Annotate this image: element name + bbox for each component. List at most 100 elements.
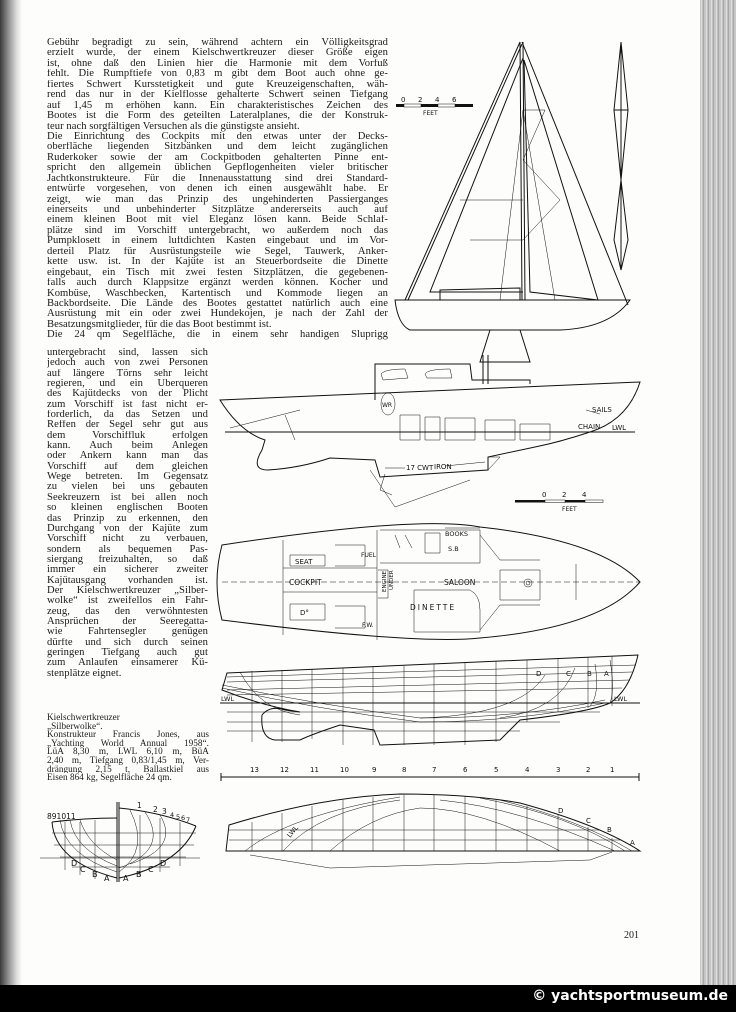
drawing-label: 13 — [250, 766, 259, 774]
body-line: zu vielen bei uns gebauten — [47, 482, 208, 493]
drawing-label: WR — [382, 402, 392, 409]
body-line: Wege betreten. Im Gegensatz — [47, 472, 208, 483]
drawing-label: 6 — [181, 814, 185, 822]
body-line: des Kajütdecks von der Plicht — [47, 389, 208, 400]
drawing-label: 8 — [402, 766, 406, 774]
body-line: forderlich, da das Setzen und — [47, 410, 208, 421]
body-line: das Prinzip zu erkennen, den — [47, 513, 208, 524]
inboard-profile: WR SAILS CHAIN LWL 17 CWT IRON 0 2 4 FEE… — [219, 355, 641, 513]
body-line: wie Fahrtensegler genügen — [47, 627, 208, 638]
drawing-label: UNDER — [389, 570, 395, 590]
drawing-label: 7 — [432, 766, 436, 774]
page-number: 201 — [624, 930, 639, 941]
body-line: oder Ankern kann man das — [47, 451, 208, 462]
body-line: Die 24 qm Segelfläche, die in einem sehr… — [47, 330, 388, 341]
body-line: oberfläche liegenden Sitzbänken und dem … — [47, 142, 388, 153]
drawing-label: 4 — [582, 491, 587, 499]
body-line: Vorschiff auf dem gleichen — [47, 461, 208, 472]
drawing-label: LWL — [612, 424, 626, 432]
drawing-label: 9 — [372, 766, 376, 774]
drawing-label: 3 — [556, 766, 560, 774]
profile-scale-bar: 0 2 4 FEET — [515, 491, 604, 513]
body-line: falls auch durch Klappsitze ergänzt werd… — [47, 278, 388, 289]
body-line: dem Vorschiffluk erfolgen — [47, 430, 208, 441]
drawing-label: 3 — [162, 807, 167, 816]
body-line: Die Einrichtung des Cockpits mit den etw… — [47, 131, 388, 142]
drawing-label: 5 — [176, 813, 180, 821]
body-line: Vorschiff nicht zu verbauen, — [47, 534, 208, 545]
drawing-label: 891011 — [47, 812, 76, 821]
drawing-label: F.W. — [362, 622, 374, 629]
watermark-bar — [0, 985, 736, 1012]
drawing-label: 6 — [452, 96, 457, 104]
body-line: fehlt. Die Rumpftiefe von 0,83 m gibt de… — [47, 69, 388, 80]
drawing-label: B — [607, 826, 612, 834]
drawing-label: 11 — [310, 766, 319, 774]
body-line: Bootes ist die Form des geteilten Latera… — [47, 111, 388, 122]
drawing-label: FEET — [562, 506, 577, 513]
body-line: rend das nur in der Kielflosse gehaltert… — [47, 90, 388, 101]
drawing-label: SEAT — [295, 558, 313, 566]
body-line: Der Kielschwertkreuzer „Silber- — [47, 585, 208, 596]
drawing-label: 6 — [463, 766, 468, 774]
caption-line: Konstrukteur Francis Jones, aus — [47, 730, 209, 739]
drawing-label: 2 — [418, 96, 422, 104]
watermark-text: © yachtsportmuseum.de — [532, 988, 728, 1004]
drawing-label: COCKPIT — [289, 578, 322, 587]
accommodation-plan: BOOKS S.B FUEL SEAT COCKPIT D° F.W. ENGI… — [216, 523, 641, 641]
body-line: Kombüse, Waschbecken, Kartentisch und Ko… — [47, 288, 388, 299]
drawing-label: A — [104, 874, 110, 883]
body-line: jedoch auch von zwei Personen — [47, 358, 208, 369]
drawing-label: FUEL — [361, 552, 377, 559]
caption-line: „Silberwolke“. — [47, 721, 103, 731]
caption-line: Kielschwertkreuzer — [47, 713, 120, 722]
body-line: zum Vorschiff ist fast nicht er- — [47, 399, 208, 410]
body-line: Seekreuzern ist bei allen noch — [47, 492, 208, 503]
body-line: erzielt wurde, der einem Kielschwertkreu… — [47, 48, 388, 59]
drawing-label: 1 — [610, 766, 614, 774]
body-line: fiertes Schwert Kursstetigkeit und gute … — [47, 79, 388, 90]
drawing-label: LWL — [221, 695, 234, 703]
body-line: einerseits und unbehinderter Sitzplätze … — [47, 205, 388, 215]
drawing-label: 2 — [153, 805, 158, 814]
body-line: wolke“ ist zweifellos ein Fahr- — [47, 596, 208, 607]
drawing-label: D° — [300, 609, 309, 617]
body-line: regieren, und ein Überqueren — [47, 379, 208, 390]
drawing-label: FEET — [423, 110, 438, 117]
drawing-label: SAILS — [592, 406, 612, 414]
body-line: zeigt, wie man das Prinzip des ungehinde… — [47, 194, 388, 205]
drawing-label: 5 — [494, 766, 498, 774]
body-line: so kleinen englischen Booten — [47, 503, 208, 514]
station-scale: 13 12 11 10 9 8 7 6 5 4 3 2 1 — [250, 766, 614, 774]
body-line: plätze sind im Vorschiff untergebracht, … — [47, 225, 388, 236]
body-line: spricht den allgemein üblichen Gepflogen… — [47, 163, 388, 174]
drawing-label: SALOON — [444, 578, 475, 587]
drawing-label: C — [80, 865, 86, 874]
caption-line: LüA 8,30 m, LWL 6,10 m, BüA — [47, 747, 209, 756]
body-line: dürfte und sich durch seinen — [47, 637, 208, 648]
drawing-label: C — [586, 817, 591, 825]
drawing-label: 4 — [435, 96, 440, 104]
body-line: teur nach sorgfältigen Versuchen als die… — [47, 121, 300, 132]
body-line: Jachtkonstrukteure. Für die Innenausstat… — [47, 173, 388, 184]
caption-line: Eisen 864 kg, Segelfläche 24 qm. — [47, 773, 172, 782]
drawing-label: 4 — [525, 766, 530, 774]
body-line: Reffen der Segel sehr gut aus — [47, 420, 208, 431]
body-line: auf 1,45 m erhöhen kann. Ein charakteris… — [47, 100, 388, 111]
body-line: derteil Platz für Ausrüstungsteile wie S… — [47, 246, 388, 257]
body-plan: 891011 1 2 3 4 5 6 7 D C B A A B C D — [40, 801, 200, 883]
caption-line: drängung 2,15 t, Ballastkiel aus — [47, 764, 209, 774]
body-line: Durchgang von der Kajüte zum — [47, 523, 208, 534]
figure-caption: Kielschwertkreuzer„Silberwolke“.Konstruk… — [47, 713, 209, 782]
lines-profile: D C B A LWL LWL 13 12 11 10 9 8 7 6 5 4 … — [220, 654, 640, 781]
drawing-label: 12 — [280, 766, 289, 774]
book-gutter-shadow — [0, 0, 22, 985]
body-line: kann. Auch beim Anlegen — [47, 441, 208, 452]
body-line: einem kleinen Boot mit viel Eleganz löse… — [47, 215, 388, 226]
sail-plan: 0 2 4 6 FEET — [394, 41, 631, 363]
drawing-label: A — [123, 874, 129, 883]
body-line: immer ein sicherer zweiter — [47, 565, 208, 576]
drawing-label: DINETTE — [410, 603, 456, 612]
drawing-label: C — [148, 865, 154, 874]
